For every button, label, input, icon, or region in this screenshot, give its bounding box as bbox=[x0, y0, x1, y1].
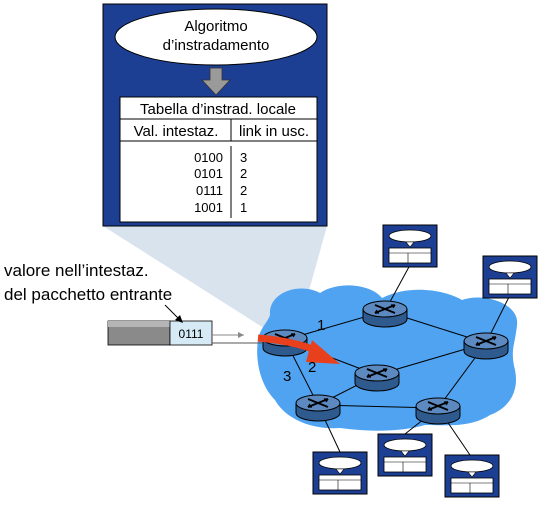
router-bottom-left bbox=[295, 394, 341, 422]
table-row-link: 2 bbox=[240, 183, 247, 198]
table-header-link: link in usc. bbox=[239, 123, 309, 140]
router-center bbox=[354, 364, 400, 392]
table-row-value: 0100 bbox=[194, 150, 223, 165]
table-row-link: 1 bbox=[240, 200, 247, 215]
forwarding-table: Tabella d’instrad. locale Val. intestaz.… bbox=[119, 96, 318, 223]
table-row-link: 3 bbox=[240, 150, 247, 165]
link-label-3: 3 bbox=[283, 368, 291, 385]
packet-caption-line1: valore nell’intestaz. bbox=[4, 261, 149, 280]
router-table-icon bbox=[382, 224, 438, 268]
table-row-value: 1001 bbox=[194, 200, 223, 215]
router-bottom-right bbox=[415, 397, 461, 425]
link-label-2: 2 bbox=[308, 359, 316, 376]
packet-caption-line2: del pacchetto entrante bbox=[4, 285, 172, 304]
router-table-icon bbox=[482, 255, 538, 299]
table-row-value: 0111 bbox=[196, 183, 223, 198]
table-row-link: 2 bbox=[240, 166, 247, 181]
table-header-value: Val. intestaz. bbox=[134, 123, 219, 140]
projection-beam bbox=[103, 226, 327, 330]
routing-algorithm-label-2: d’instradamento bbox=[163, 37, 270, 54]
router-table-icon bbox=[444, 454, 500, 498]
table-title: Tabella d’instrad. locale bbox=[140, 101, 296, 118]
link-label-1: 1 bbox=[317, 317, 325, 334]
router-top bbox=[362, 300, 408, 328]
incoming-packet: 0111 bbox=[107, 320, 244, 346]
table-row-value: 0101 bbox=[194, 166, 223, 181]
router-table-icon bbox=[377, 433, 433, 477]
router-table-icon bbox=[312, 451, 368, 495]
router-right bbox=[463, 332, 509, 360]
network-cloud bbox=[257, 285, 518, 431]
forwarding-arrowhead bbox=[306, 340, 340, 364]
algorithm-to-table-arrow bbox=[201, 67, 231, 96]
routing-algorithm-box bbox=[114, 8, 318, 66]
packet-header-value: 0111 bbox=[179, 327, 204, 341]
routing-algorithm-label-1: Algoritmo bbox=[184, 18, 247, 35]
